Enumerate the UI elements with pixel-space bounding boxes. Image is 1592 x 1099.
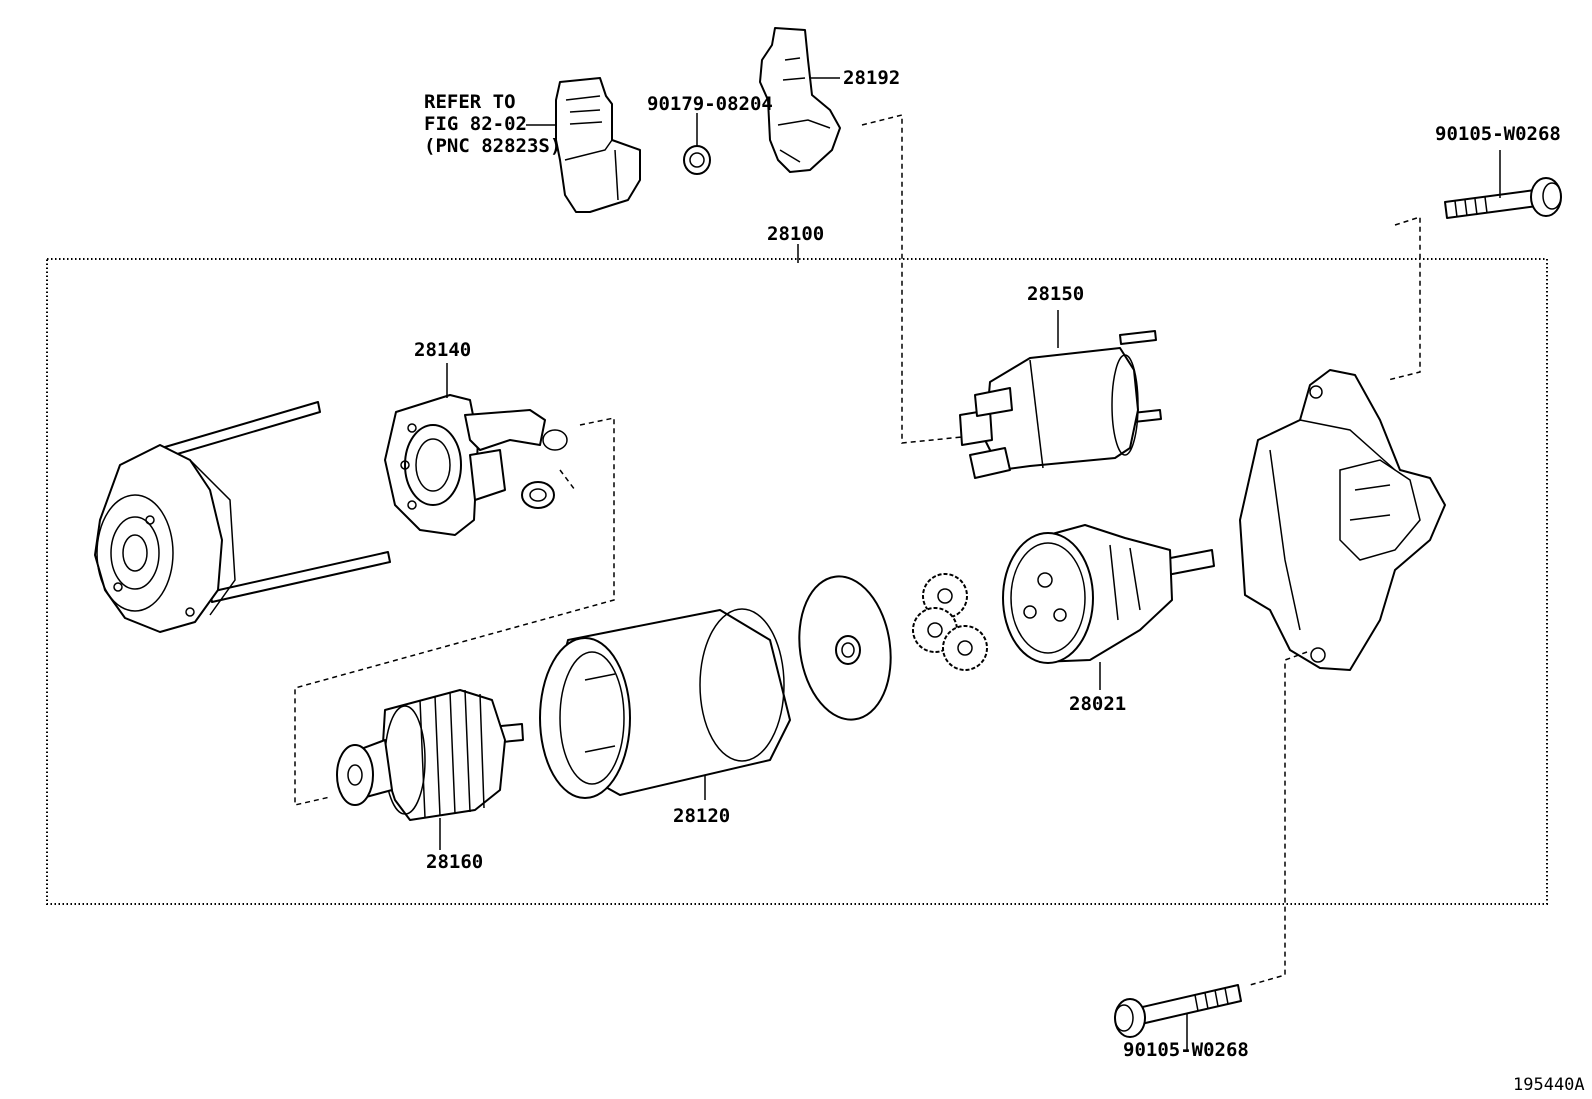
terminal-cover-28192[interactable] — [759, 27, 841, 173]
commutator-end-frame[interactable] — [94, 401, 391, 633]
nut-28140[interactable] — [521, 481, 555, 509]
part-label-90179-08204: 90179-08204 — [647, 93, 773, 115]
part-label-28021: 28021 — [1069, 693, 1126, 715]
part-label-28100: 28100 — [767, 223, 824, 245]
refer-to-label-line1: REFER TO — [424, 91, 516, 113]
refer-to-label-line3: (PNC 82823S) — [424, 135, 561, 157]
assembly-guide-lines — [294, 114, 1421, 986]
bolt-90105-w0268-top[interactable] — [1444, 177, 1562, 219]
part-label-28160: 28160 — [426, 851, 483, 873]
part-label-90105-w0268-top: 90105-W0268 — [1435, 123, 1561, 145]
plate-washer[interactable] — [790, 570, 899, 725]
bolt-90105-w0268-bottom[interactable] — [1114, 984, 1242, 1038]
brush-holder-28140[interactable] — [384, 394, 568, 536]
starter-clutch-28160[interactable] — [336, 689, 524, 821]
figure-id: 195440A — [1513, 1075, 1585, 1095]
grommet-90179-08204[interactable] — [683, 145, 711, 175]
leader-lines — [439, 77, 1501, 1050]
refer-to-label-line2: FIG 82-02 — [424, 113, 527, 135]
part-label-90105-w0268-bottom: 90105-W0268 — [1123, 1039, 1249, 1061]
connector-reference-part[interactable] — [555, 77, 641, 213]
part-label-28140: 28140 — [414, 339, 471, 361]
part-label-28120: 28120 — [673, 805, 730, 827]
part-label-28150: 28150 — [1027, 283, 1084, 305]
yoke-assembly-28120[interactable] — [539, 608, 791, 799]
drive-housing[interactable] — [1239, 369, 1446, 671]
part-label-28192: 28192 — [843, 67, 900, 89]
planetary-carrier-28021[interactable] — [1002, 524, 1215, 664]
magnetic-switch-28150[interactable] — [959, 330, 1162, 479]
planetary-gears[interactable] — [912, 573, 988, 671]
